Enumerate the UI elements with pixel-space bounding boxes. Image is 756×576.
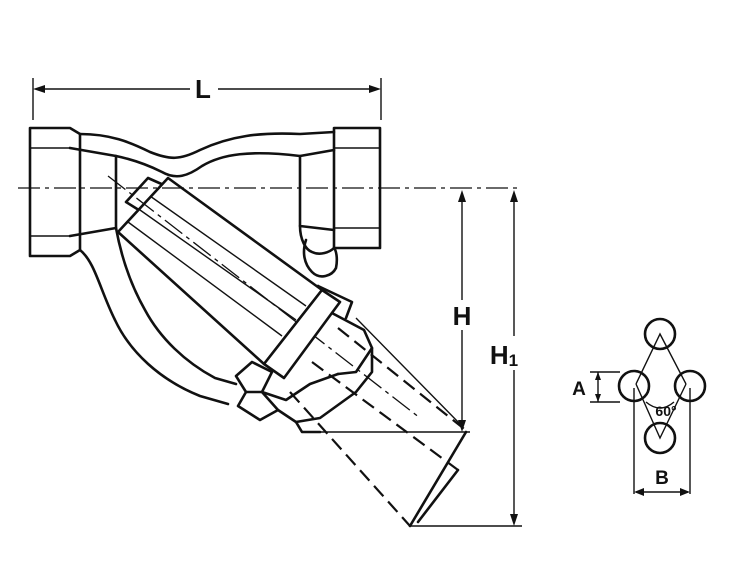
bolt-hole-top [643,317,677,351]
removal-extension [289,317,469,528]
bolt-hole-left [617,369,651,403]
dimension-h1: H1 [410,190,522,527]
bolt-hole-bottom [643,421,677,455]
valve-body [28,126,382,434]
dimension-h-label: H [453,301,472,331]
dimension-h1-label: H1 [490,340,518,370]
dimension-l-label: L [195,74,211,104]
strainer-screen [107,175,421,419]
dimension-l: L [32,74,382,120]
angle-label: 60° [655,403,676,419]
dimension-a-label: A [572,379,586,400]
dimension-h: H [320,190,472,433]
bolt-pattern-detail: 60° A B [572,317,707,496]
bolt-hole-right [673,369,707,403]
dimension-b-label: B [655,468,669,489]
